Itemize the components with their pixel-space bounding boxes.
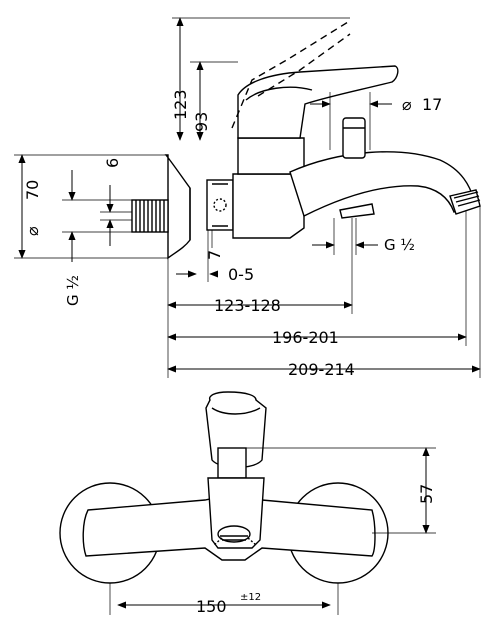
threaded-connector — [131, 199, 169, 233]
bath-spout — [289, 151, 475, 217]
side-view — [131, 21, 481, 260]
dim-length-3: 209-214 — [288, 360, 355, 379]
eccentric-nut — [206, 179, 234, 231]
dim-rosette-diameter-symbol: ⌀ — [23, 226, 42, 236]
dim-height: 57 — [417, 484, 436, 504]
dim-lever-height: 123 — [171, 89, 190, 120]
aerator-front — [217, 525, 251, 543]
dim-length-1: 123-128 — [214, 296, 281, 315]
dim-seven: 7 — [205, 250, 224, 260]
dim-adjust: 0-5 — [228, 265, 254, 284]
cartridge-housing — [237, 137, 305, 175]
wall-rosette — [164, 154, 191, 260]
lever-open-position — [231, 21, 351, 129]
side-labels: 123 93 ⌀ 17 ⌀ 70 6 7 G ½ G ½ 0-5 123-128… — [23, 89, 442, 379]
lever-handle — [237, 65, 399, 139]
dim-length-2: 196-201 — [272, 328, 339, 347]
dim-lever-diameter-symbol: ⌀ — [402, 95, 412, 114]
dim-lever-diameter: 17 — [422, 95, 442, 114]
dim-thread-small: 6 — [103, 158, 122, 168]
diverter-knob — [342, 117, 366, 159]
dim-center-tolerance: ±12 — [240, 592, 261, 603]
front-view — [59, 391, 389, 584]
diverter-front — [217, 447, 247, 479]
dim-lever-center: 93 — [192, 112, 211, 132]
side-dimensions — [14, 17, 481, 378]
dim-rosette-diameter: 70 — [23, 180, 42, 200]
front-labels: 57 150 ±12 — [196, 484, 436, 616]
dim-thread-spout: G ½ — [384, 236, 415, 254]
front-dimensions — [109, 447, 436, 615]
dim-thread-wall: G ½ — [64, 275, 82, 306]
dim-center-distance: 150 — [196, 597, 227, 616]
